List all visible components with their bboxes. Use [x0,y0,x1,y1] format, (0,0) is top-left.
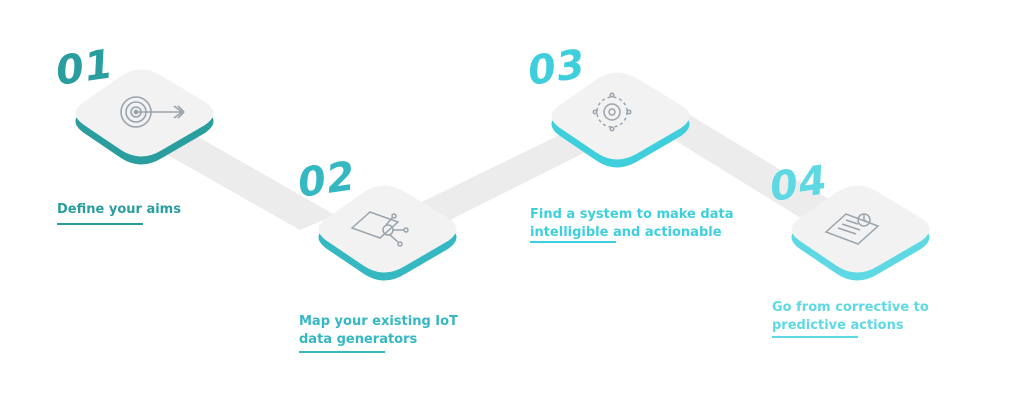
step-label-2: Map your existing IoT data generators [299,314,458,347]
target-icon [120,96,185,128]
step-number-2: 02 [295,153,359,207]
tile-1 [75,69,214,165]
gear-network-icon [592,92,632,132]
tile-2 [318,185,457,281]
tile-3 [551,72,690,168]
step-number-4: 04 [767,157,831,211]
step-label-4: Go from corrective to predictive actions [772,300,929,333]
step-underline-4 [772,336,858,338]
tablet-network-icon [350,211,409,247]
step-underline-2 [299,351,385,353]
connector-2-3 [395,125,610,230]
step-underline-1 [57,223,143,225]
tile-2-face [318,185,457,273]
tile-3-face [551,72,690,160]
tile-4 [791,185,930,281]
connector-1-2 [150,130,335,230]
tile-4-face [791,185,930,273]
step-label-3: Find a system to make data intelligible … [530,207,734,240]
report-chart-icon [824,213,880,245]
step-label-1: Define your aims [57,202,181,217]
step-number-1: 01 [53,41,117,95]
connector-3-4 [655,115,855,230]
connectors [150,115,855,230]
step-underline-3 [530,241,616,243]
step-number-3: 03 [525,41,589,95]
tile-1-face [75,69,214,157]
